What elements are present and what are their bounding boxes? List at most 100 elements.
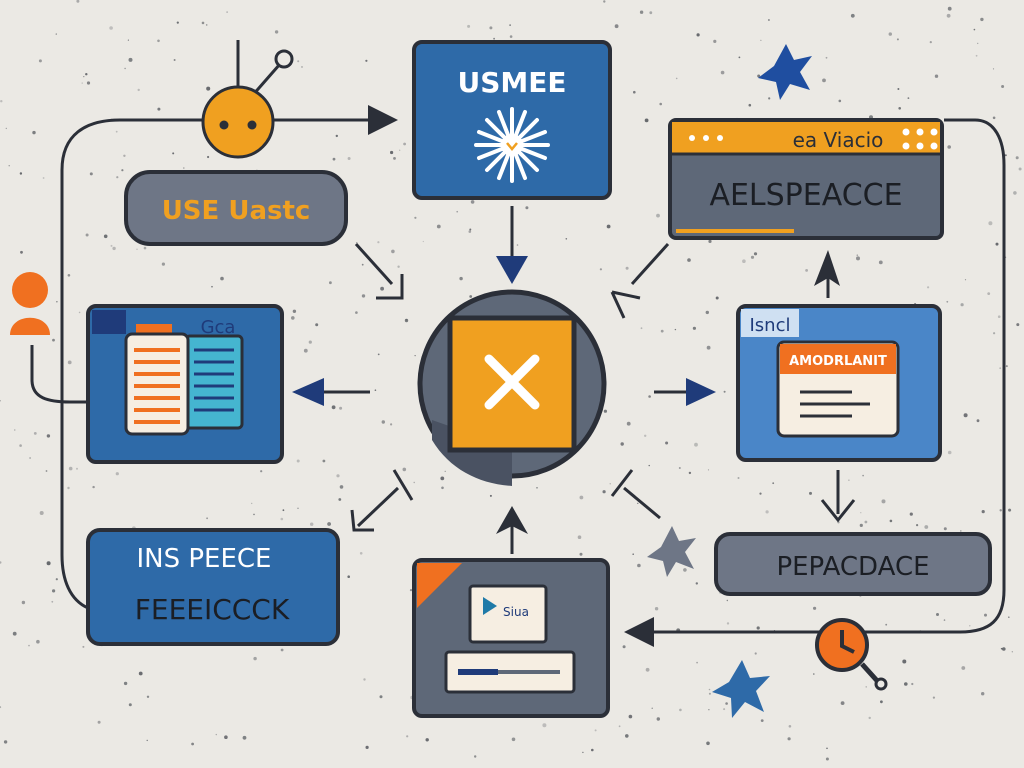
- speckle: [767, 19, 770, 21]
- speckle: [14, 429, 16, 431]
- speckle: [109, 26, 113, 30]
- speckle: [393, 157, 396, 160]
- speckle: [67, 360, 72, 365]
- window-controls-icon: [902, 128, 938, 150]
- ins-peece-line2: FEEEICCCK: [135, 593, 290, 626]
- speckle: [868, 716, 871, 720]
- document-icon: [124, 332, 244, 436]
- speckle: [748, 103, 752, 107]
- speckle: [380, 286, 384, 291]
- document-panel[interactable]: Gca: [86, 304, 284, 464]
- speckle: [881, 499, 886, 504]
- speckle: [591, 748, 594, 752]
- speckle: [885, 623, 888, 626]
- speckle: [980, 17, 984, 22]
- speckle: [992, 68, 995, 70]
- gear-icon: [474, 107, 550, 183]
- speckle: [172, 152, 175, 155]
- use-uastc-label: USE Uastc: [162, 196, 311, 226]
- speckle: [414, 355, 416, 357]
- speckle: [705, 310, 709, 315]
- speckle: [648, 395, 651, 398]
- speckle: [138, 671, 143, 676]
- speckle: [1008, 508, 1012, 512]
- speckle: [838, 99, 842, 103]
- speckle: [599, 268, 603, 271]
- speckle: [253, 656, 257, 661]
- speckle: [127, 39, 129, 41]
- speckle: [975, 54, 978, 57]
- speckle: [176, 21, 179, 24]
- speckle: [36, 639, 40, 644]
- speckle: [609, 483, 611, 485]
- speckle: [1013, 191, 1017, 195]
- speckle: [660, 329, 664, 333]
- speckle: [82, 645, 85, 648]
- speckle: [315, 323, 319, 327]
- speckle: [121, 169, 124, 172]
- speckle: [742, 259, 746, 264]
- speckle: [565, 238, 568, 240]
- speckle: [456, 210, 459, 213]
- close-icon[interactable]: [484, 354, 540, 410]
- speckle: [649, 11, 653, 15]
- speckle: [984, 613, 987, 617]
- speckle: [860, 512, 862, 514]
- speckle: [381, 420, 385, 424]
- speckle: [1016, 323, 1020, 327]
- speckle: [191, 742, 195, 746]
- usmee-box[interactable]: USMEE: [412, 40, 612, 200]
- speckle: [750, 255, 755, 259]
- speckle: [97, 720, 101, 724]
- speckle: [904, 682, 908, 686]
- speckle: [399, 149, 401, 151]
- speckle: [813, 606, 817, 610]
- speckle: [29, 457, 31, 459]
- speckle: [52, 589, 56, 593]
- speckle: [56, 301, 58, 303]
- aelspeacce-window[interactable]: ea Viacio AELSPEACCE: [668, 118, 944, 240]
- speckle: [999, 367, 1002, 370]
- speckle: [759, 492, 762, 495]
- speckle: [390, 423, 393, 426]
- speckle: [644, 118, 649, 123]
- speckle: [708, 688, 711, 691]
- speckle: [274, 30, 279, 34]
- speckle: [632, 553, 634, 555]
- speckle: [332, 157, 336, 161]
- speckle: [128, 703, 132, 707]
- person-connector: [30, 345, 88, 404]
- speckle: [674, 328, 677, 331]
- speckle: [391, 249, 395, 254]
- speckle: [911, 682, 914, 686]
- speckle: [947, 6, 952, 11]
- speckle: [0, 400, 1, 402]
- speckle: [183, 167, 185, 169]
- speckle: [356, 242, 358, 244]
- speckle: [813, 673, 815, 675]
- amodrlanit-window[interactable]: Isncl AMODRLANIT: [736, 304, 942, 462]
- speckle: [622, 645, 626, 649]
- speckle: [205, 24, 208, 26]
- speckle: [76, 467, 78, 470]
- speckle: [3, 740, 8, 744]
- central-hub[interactable]: [417, 289, 607, 486]
- use-uastc-pill[interactable]: USE Uastc: [124, 170, 348, 246]
- speckle: [626, 421, 631, 426]
- speckle: [355, 311, 358, 314]
- pepacdace-pill[interactable]: PEPACDACE: [714, 532, 992, 596]
- speckle: [46, 561, 51, 566]
- speckle: [55, 33, 57, 35]
- speckle: [907, 97, 910, 99]
- speckle: [760, 719, 764, 722]
- speckle: [889, 519, 893, 523]
- speckle: [403, 142, 406, 146]
- speckle: [329, 281, 332, 285]
- siua-panel[interactable]: Siua: [412, 558, 610, 718]
- speckle: [648, 464, 650, 467]
- speckle: [310, 522, 314, 526]
- ins-peece-box[interactable]: INS PEECE FEEEICCCK: [86, 528, 340, 646]
- speckle: [224, 735, 228, 739]
- amodrlanit-tab: Isncl: [750, 315, 791, 336]
- speckle: [688, 471, 692, 475]
